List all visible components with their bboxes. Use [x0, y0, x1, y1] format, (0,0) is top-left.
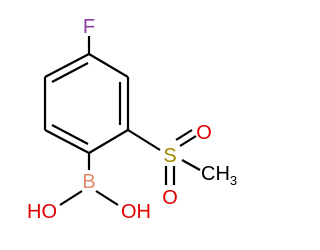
atom-sulfur: S — [163, 145, 176, 167]
atom-fluorine: F — [83, 16, 95, 38]
bond-ring-c1-c2 — [88, 53, 129, 78]
bond-ring-c4-c5-inner — [51, 124, 89, 145]
bond-b-oh-right — [95, 190, 119, 206]
atom-hydroxyl-left: HO — [27, 201, 57, 223]
methyl-group: CH3 — [201, 163, 237, 188]
bond-s-o-top-b — [175, 129, 193, 141]
bond-ring-c6-c1-inner — [51, 62, 89, 83]
bond-ring-c4-c5 — [44, 129, 90, 154]
bond-s-ch3 — [181, 159, 201, 171]
atom-oxygen-bottom: O — [162, 187, 178, 209]
bond-b-oh-left — [59, 190, 83, 206]
atom-boron: B — [82, 171, 95, 193]
atom-hydroxyl-right: OH — [121, 201, 151, 223]
bond-ring-c6-c1 — [44, 53, 90, 78]
bond-c-s — [127, 129, 161, 151]
methyl-ch: CH — [201, 163, 230, 185]
atom-oxygen-top: O — [196, 122, 212, 144]
methyl-subscript: 3 — [230, 173, 237, 188]
molecule-diagram: F S O O CH3 B HO OH — [27, 16, 237, 223]
bond-s-o-top-a — [179, 135, 197, 147]
benzene-ring — [43, 53, 130, 154]
bond-ring-c3-c4 — [88, 129, 129, 154]
